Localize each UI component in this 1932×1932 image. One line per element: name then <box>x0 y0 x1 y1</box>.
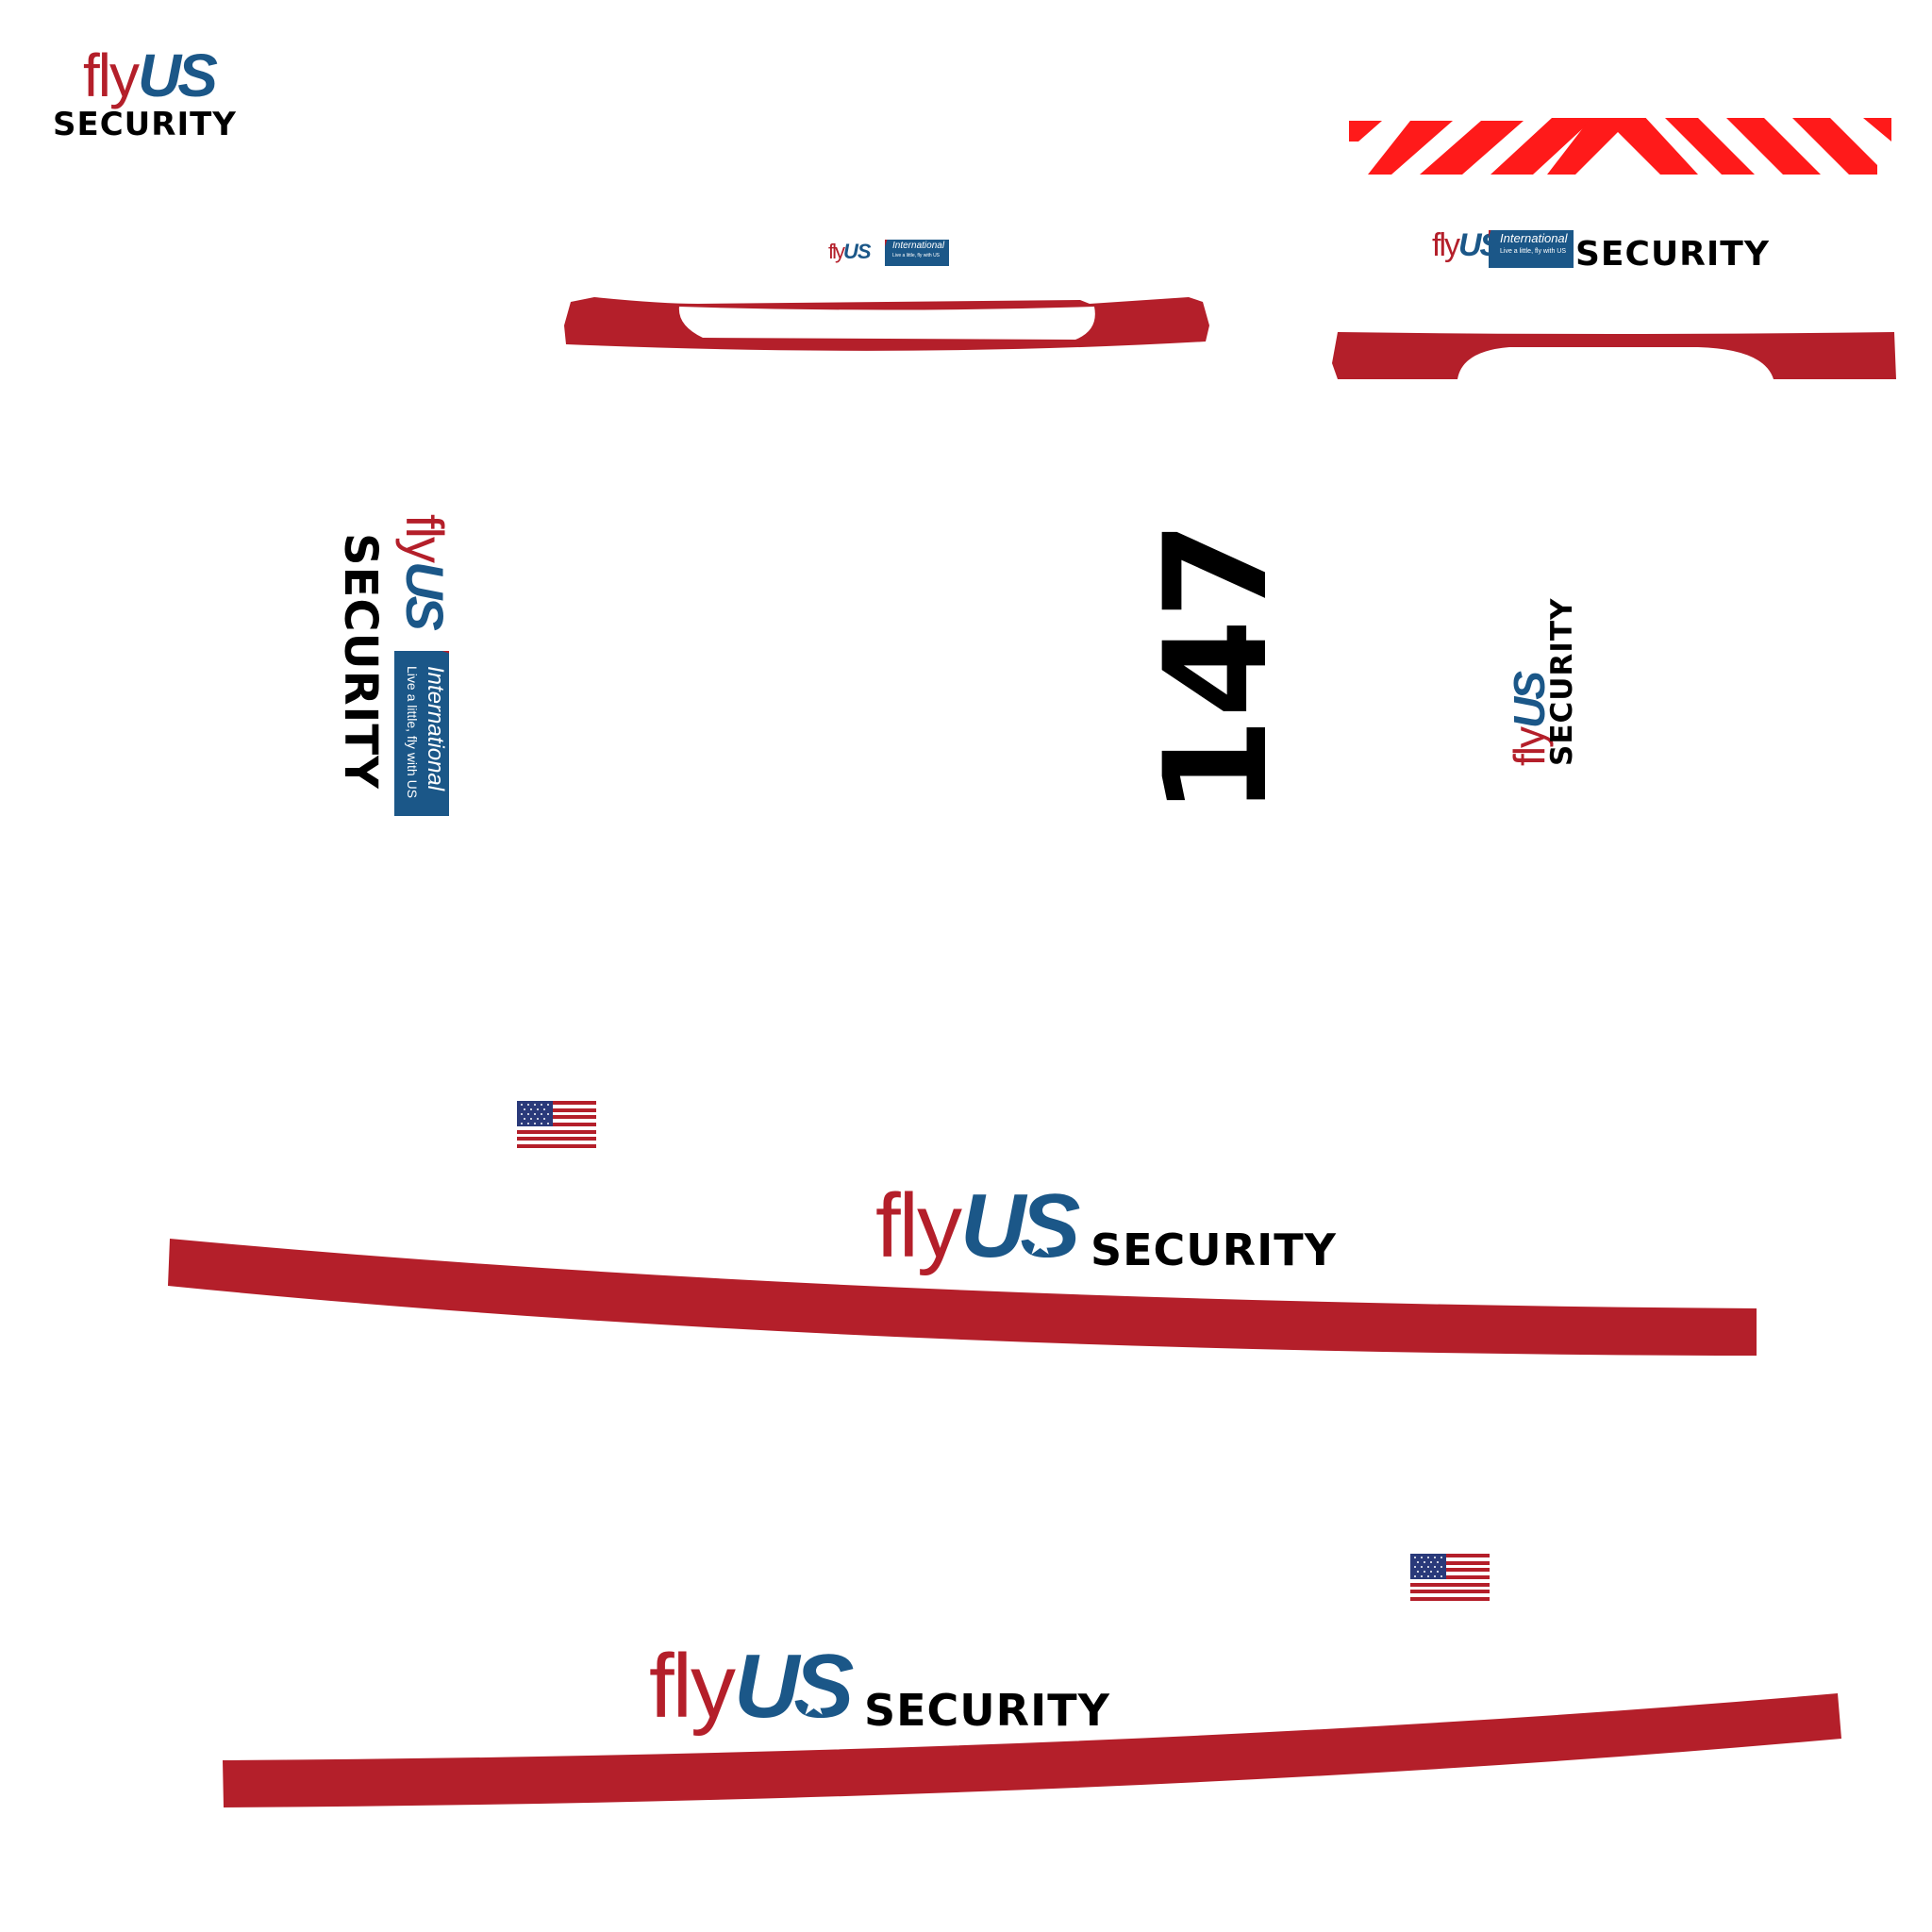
logo-us-text: US <box>734 1636 854 1737</box>
logo-middle: flyUS★ SECURITY <box>875 1179 1366 1283</box>
logo-bottom: flyUS★ SECURITY <box>649 1640 1140 1743</box>
logo-us-text: US <box>138 42 218 109</box>
logo-us-text: US <box>395 561 455 627</box>
logo-security-text: SECURITY <box>334 533 387 790</box>
international-tagline: Live a little, fly with US <box>1500 248 1567 255</box>
logo-top-left: flyUS SECURITY <box>53 42 262 149</box>
car-number: 147 <box>1135 520 1299 816</box>
international-badge: International Live a little, fly with US <box>394 651 449 816</box>
logo-fly-text: fly <box>649 1636 736 1737</box>
hazard-stripes <box>1349 118 1891 175</box>
logo-security-text: SECURITY <box>1545 597 1579 766</box>
international-tagline: Live a little, fly with US <box>892 253 941 258</box>
logo-left-vertical: flyUS International Live a little, fly w… <box>330 514 455 816</box>
logo-fly-text: fly <box>395 514 455 561</box>
logo-security-text: SECURITY <box>53 106 237 143</box>
logo-security-text: SECURITY <box>1575 235 1770 274</box>
star-icon: ★ <box>1025 1224 1055 1260</box>
middle-stripe <box>168 1239 1757 1356</box>
international-badge: International Live a little, fly with US <box>885 240 949 266</box>
logo-fly-text: fly <box>1432 227 1460 263</box>
logo-fly-text: fly <box>83 42 140 109</box>
logo-top-right: flyUS International Live a little, fly w… <box>1432 226 1790 274</box>
us-flag-icon <box>1410 1554 1490 1601</box>
international-title: International <box>1500 231 1568 245</box>
logo-us-text: US <box>960 1175 1080 1276</box>
top-center-stripe <box>564 297 1209 351</box>
logo-security-text: SECURITY <box>1091 1224 1337 1275</box>
logo-security-text: SECURITY <box>864 1685 1110 1736</box>
bottom-stripe <box>223 1693 1841 1807</box>
logo-fly-text: fly <box>828 240 845 263</box>
logo-us-text: US <box>843 240 872 263</box>
star-icon: ★ <box>799 1685 828 1721</box>
international-badge: International Live a little, fly with US <box>1489 230 1574 268</box>
logo-right-vertical: flyUS SECURITY <box>1505 568 1579 766</box>
us-flag-icon <box>517 1101 596 1148</box>
international-tagline: Live a little, fly with US <box>405 666 420 799</box>
international-title: International <box>892 241 945 251</box>
top-right-stripe <box>1332 332 1896 379</box>
international-title: International <box>423 666 448 791</box>
logo-fly-text: fly <box>875 1175 962 1276</box>
logo-top-center: flyUS International Live a little, fly w… <box>828 238 951 270</box>
